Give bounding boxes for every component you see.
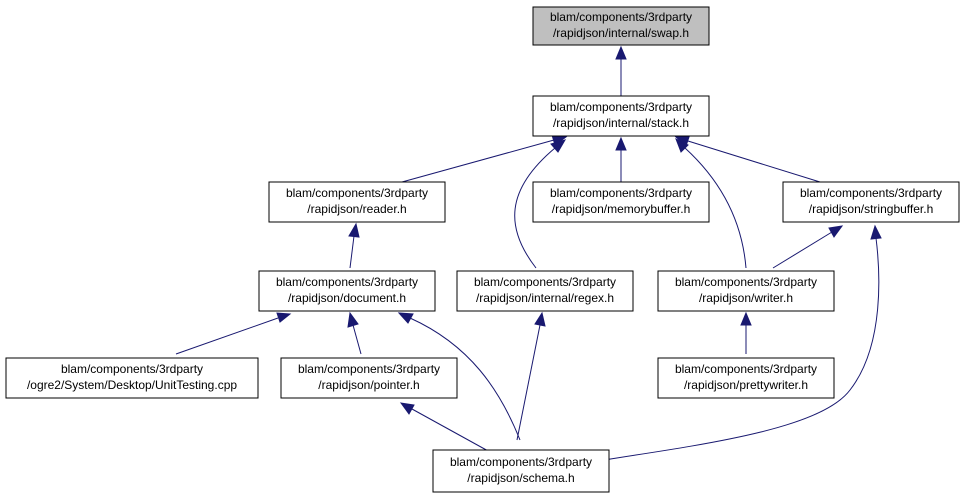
node-prettywriter[interactable]: blam/components/3rdparty /rapidjson/pret…: [657, 357, 835, 399]
svg-text:/rapidjson/schema.h: /rapidjson/schema.h: [467, 471, 574, 485]
node-reader[interactable]: blam/components/3rdparty /rapidjson/read…: [268, 181, 446, 223]
svg-text:/rapidjson/document.h: /rapidjson/document.h: [288, 291, 406, 305]
node-schema[interactable]: blam/components/3rdparty /rapidjson/sche…: [432, 449, 610, 493]
svg-text:/rapidjson/writer.h: /rapidjson/writer.h: [699, 291, 793, 305]
edge-prettywriter-to-writer: [740, 311, 752, 354]
svg-text:blam/components/3rdparty: blam/components/3rdparty: [276, 275, 418, 289]
svg-text:blam/components/3rdparty: blam/components/3rdparty: [61, 362, 203, 376]
svg-text:blam/components/3rdparty: blam/components/3rdparty: [550, 186, 692, 200]
svg-text:/rapidjson/internal/stack.h: /rapidjson/internal/stack.h: [553, 116, 689, 130]
svg-text:blam/components/3rdparty: blam/components/3rdparty: [550, 100, 692, 114]
svg-text:/rapidjson/prettywriter.h: /rapidjson/prettywriter.h: [684, 378, 808, 392]
svg-text:blam/components/3rdparty: blam/components/3rdparty: [298, 362, 440, 376]
edge-writer-to-stringbuffer: [772, 225, 844, 269]
edge-schema-to-regex: [516, 311, 546, 441]
svg-text:blam/components/3rdparty: blam/components/3rdparty: [286, 186, 428, 200]
svg-text:/rapidjson/internal/swap.h: /rapidjson/internal/swap.h: [553, 26, 689, 40]
edge-unittesting-to-document: [175, 312, 292, 355]
svg-text:/rapidjson/pointer.h: /rapidjson/pointer.h: [318, 378, 419, 392]
node-regex[interactable]: blam/components/3rdparty /rapidjson/inte…: [456, 270, 634, 312]
svg-text:/rapidjson/internal/regex.h: /rapidjson/internal/regex.h: [476, 291, 614, 305]
svg-text:blam/components/3rdparty: blam/components/3rdparty: [474, 275, 616, 289]
edge-stack-to-swap: [615, 45, 627, 96]
node-stack[interactable]: blam/components/3rdparty /rapidjson/inte…: [532, 95, 710, 137]
svg-text:blam/components/3rdparty: blam/components/3rdparty: [675, 275, 817, 289]
node-stringbuffer[interactable]: blam/components/3rdparty /rapidjson/stri…: [782, 181, 960, 223]
edge-reader-to-stack: [401, 134, 568, 183]
node-swap[interactable]: blam/components/3rdparty /rapidjson/inte…: [532, 6, 710, 46]
svg-text:blam/components/3rdparty: blam/components/3rdparty: [450, 455, 592, 469]
node-document[interactable]: blam/components/3rdparty /rapidjson/docu…: [258, 270, 436, 312]
svg-text:/rapidjson/reader.h: /rapidjson/reader.h: [307, 202, 406, 216]
svg-text:blam/components/3rdparty: blam/components/3rdparty: [800, 186, 942, 200]
svg-text:blam/components/3rdparty: blam/components/3rdparty: [675, 362, 817, 376]
svg-text:blam/components/3rdparty: blam/components/3rdparty: [550, 10, 692, 24]
edge-regex-to-stack: [514, 139, 567, 269]
node-unittesting[interactable]: blam/components/3rdparty /ogre2/System/D…: [5, 357, 259, 399]
node-writer[interactable]: blam/components/3rdparty /rapidjson/writ…: [657, 270, 835, 312]
edge-pointer-to-document: [347, 311, 362, 355]
node-memorybuffer[interactable]: blam/components/3rdparty /rapidjson/memo…: [532, 181, 710, 223]
svg-text:/rapidjson/stringbuffer.h: /rapidjson/stringbuffer.h: [809, 202, 934, 216]
edge-stringbuffer-to-stack: [674, 136, 821, 183]
svg-text:/ogre2/System/Desktop/UnitTest: /ogre2/System/Desktop/UnitTesting.cpp: [27, 378, 237, 392]
svg-text:/rapidjson/memorybuffer.h: /rapidjson/memorybuffer.h: [552, 202, 691, 216]
node-pointer[interactable]: blam/components/3rdparty /rapidjson/poin…: [280, 357, 458, 399]
edge-schema-to-document: [397, 312, 521, 441]
edge-memorybuffer-to-stack: [615, 136, 627, 182]
edge-schema-to-pointer: [399, 402, 491, 453]
edge-document-to-reader: [348, 222, 360, 269]
edge-schema-to-stringbuffer: [583, 224, 882, 464]
